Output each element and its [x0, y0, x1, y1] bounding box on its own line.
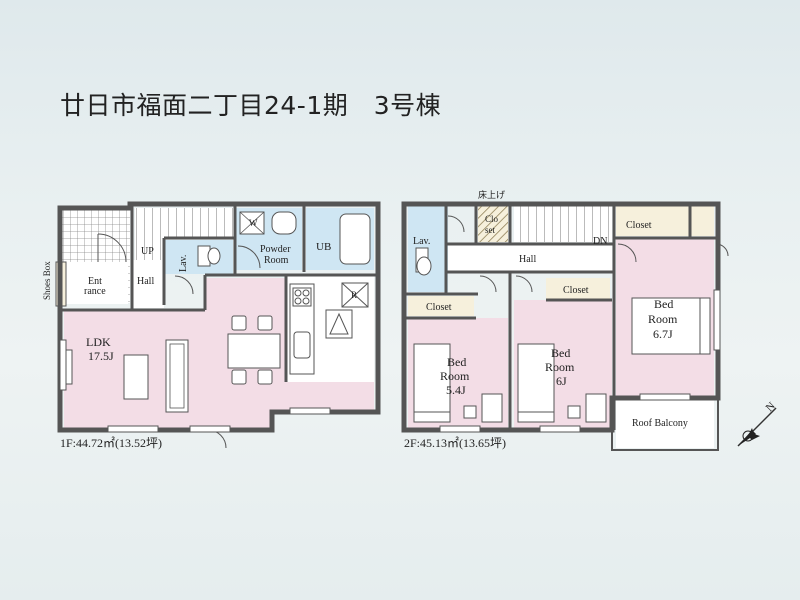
closet-left — [408, 296, 474, 316]
entrance-label-1: Ent — [88, 276, 102, 287]
bed-a-label-1: Bed — [447, 355, 466, 369]
closet-left-label: Closet — [426, 302, 452, 313]
ldk-label-1: LDK — [86, 335, 111, 349]
bed-a-label-3: 5.4J — [446, 383, 466, 397]
dining-chairs — [231, 315, 273, 385]
lav-2f-label: Lav. — [413, 236, 430, 247]
stairs-2f — [514, 206, 612, 242]
bed-b-label-2: Room — [545, 360, 575, 374]
hall-1f — [132, 260, 164, 308]
closet-mid — [546, 278, 610, 300]
powder-label-1: Powder — [260, 244, 291, 255]
powder-label-2: Room — [264, 255, 289, 266]
roof-balcony-label: Roof Balcony — [632, 418, 688, 429]
stove — [292, 287, 312, 307]
bed-b-label-3: 6J — [556, 374, 567, 388]
hall-2f — [448, 244, 612, 272]
closet-raised-label-2: set — [485, 225, 495, 235]
sink — [293, 331, 311, 359]
roof-balcony — [616, 398, 714, 448]
closet-raised-label-1: Clo — [485, 214, 499, 224]
compass-north-label: N — [764, 400, 778, 414]
hall-2f-label: Hall — [519, 254, 536, 265]
w-label: W — [249, 218, 258, 228]
bathtub — [339, 213, 371, 265]
dining-table — [227, 333, 281, 369]
bed-b-label-1: Bed — [551, 346, 570, 360]
floor1-area-label: 1F:44.72㎡(13.52坪) — [60, 436, 162, 450]
page-title: 廿日市福面二丁目24-1期 3号棟 — [60, 91, 442, 120]
bed-c — [631, 297, 711, 355]
raised-floor-label: 床上げ — [478, 189, 505, 200]
bed-a — [413, 343, 451, 423]
toilet-1f — [207, 247, 221, 265]
dn-label: DN — [593, 236, 607, 247]
bed-c-label-3: 6.7J — [653, 327, 673, 341]
bed-c-label-2: Room — [648, 312, 678, 326]
floor2-area-label: 2F:45.13㎡(13.65坪) — [404, 436, 506, 450]
lav-1f-label: Lav. — [178, 255, 189, 272]
washbasin — [271, 211, 297, 235]
bed-b — [517, 343, 555, 423]
closet-raised-floor — [478, 206, 508, 242]
closet-top-label: Closet — [626, 220, 652, 231]
ub-label: UB — [316, 241, 331, 253]
coffee-table — [123, 354, 149, 400]
shoes-box-label: Shoes Box — [42, 261, 52, 300]
desk-b — [585, 393, 607, 423]
floor-1-plan: Ent rance Shoes Box UP Hall Lav. W Powde… — [42, 201, 381, 450]
toilet-2f — [416, 256, 432, 276]
floor-2-plan: 床上げ Clo set Lav. DN Hall Closet Closet C… — [401, 189, 729, 451]
closet-mid-label: Closet — [563, 285, 589, 296]
compass-icon: N — [737, 400, 778, 447]
stairs-1f — [135, 208, 235, 238]
up-label: UP — [141, 246, 154, 257]
ldk-label-2: 17.5J — [88, 349, 114, 363]
hall-1f-label: Hall — [137, 276, 154, 287]
desk-a — [481, 393, 503, 423]
tv-board — [65, 349, 73, 385]
bed-c-label-1: Bed — [654, 297, 673, 311]
r-label: R — [351, 290, 357, 300]
bed-a-label-2: Room — [440, 369, 470, 383]
closet-top — [616, 206, 714, 236]
entrance-label-2: rance — [84, 286, 106, 297]
